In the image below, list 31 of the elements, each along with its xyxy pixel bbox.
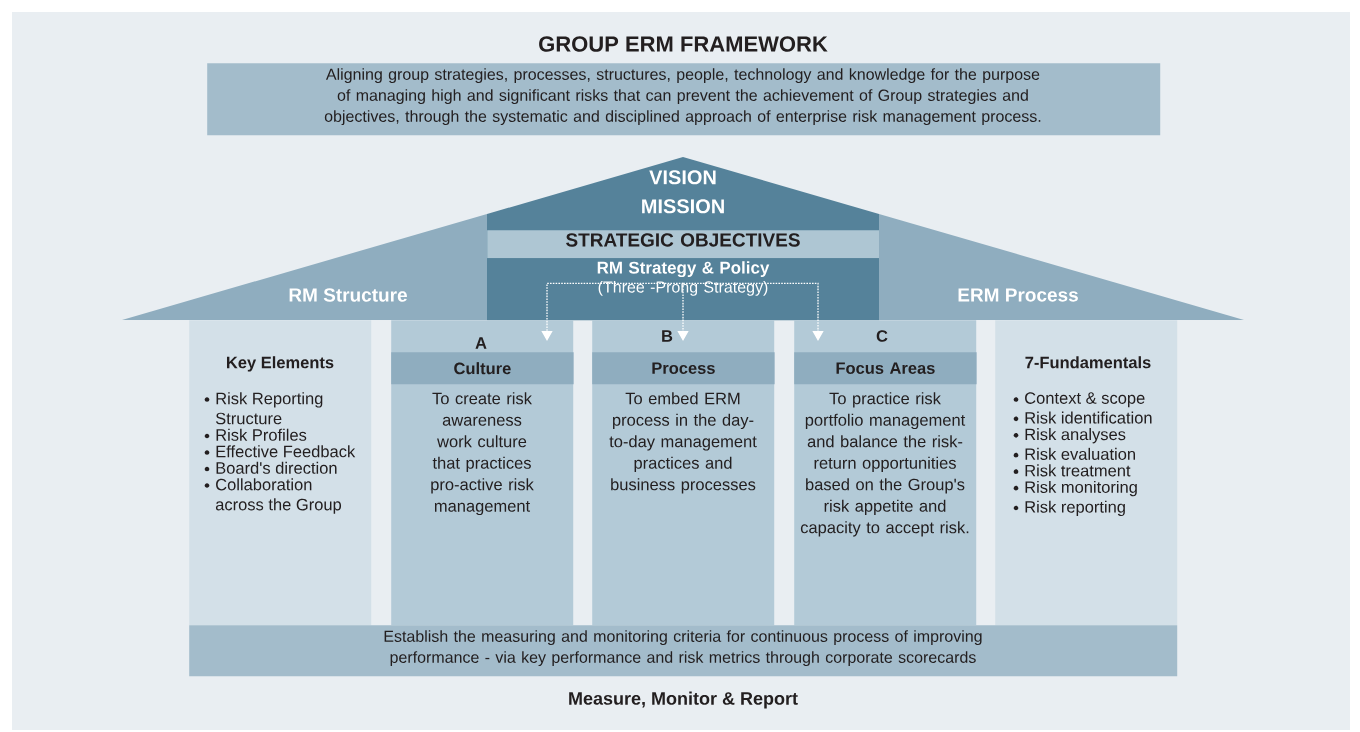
title: GROUP ERM FRAMEWORK (539, 36, 828, 52)
pillar-header: Focus Areas (794, 352, 977, 385)
roof-wing: RM Structure (122, 214, 487, 320)
bullet-item: Risk monitoring (1013, 480, 1137, 497)
bullet-item: Risk treatment (1013, 464, 1131, 477)
pillar-panel: Key Elements Risk Reporting Structure Risk Profiles Effective Feedback Board's direction Collaboration across the Group (189, 320, 372, 626)
bullet-item: Risk Profiles (204, 428, 307, 441)
pillar-letter: A (475, 337, 487, 349)
pillar-header: Process (592, 352, 775, 385)
roof-peak: VISION MISSION (642, 170, 724, 214)
bullet-item: Effective Feedback (204, 445, 356, 458)
footer-caption: Measure, Monitor & Report (569, 691, 798, 709)
arrow (682, 282, 824, 341)
bullet-item: Collaboration across the Group (204, 478, 342, 514)
roof-wing: ERM Process (879, 214, 1244, 320)
base-band: Establish the measuring and monitoring criteria for continuous process of improving performance - via key performance and risk metrics through corporate scorecards (189, 625, 1178, 677)
bullet-item: Board's direction (204, 461, 337, 474)
objectives-band: STRATEGIC OBJECTIVES (487, 230, 880, 259)
bullet-item: Context & scope (1013, 392, 1145, 408)
arrow (677, 282, 689, 341)
bullet-item: Risk identification (1013, 411, 1152, 424)
bullet-item: Risk Reporting Structure (204, 392, 323, 425)
description-box: Aligning group strategies, processes, structures, people, technology and knowledge for the purpose of managing high and significant risks that can prevent the achievement of Group strategies and objectives, through the systematic and disciplined approach of enterprise risk management process. (207, 63, 1161, 136)
pillar-header: Culture (391, 352, 574, 385)
pillar-panel: 7-Fundamentals Context & scope Risk identification Risk analyses Risk evaluation Risk treatment Risk monitoring Risk reporting (995, 320, 1178, 626)
bullet-item: Risk evaluation (1013, 447, 1135, 460)
strategy-box: RM Strategy & Policy (Three -Prong Strategy) (487, 258, 880, 321)
pillar-letter: C (876, 330, 888, 342)
bullet-item: Risk analyses (1013, 428, 1126, 444)
pillar-letter: B (662, 330, 673, 342)
bullet-item: Risk reporting (1013, 500, 1125, 517)
